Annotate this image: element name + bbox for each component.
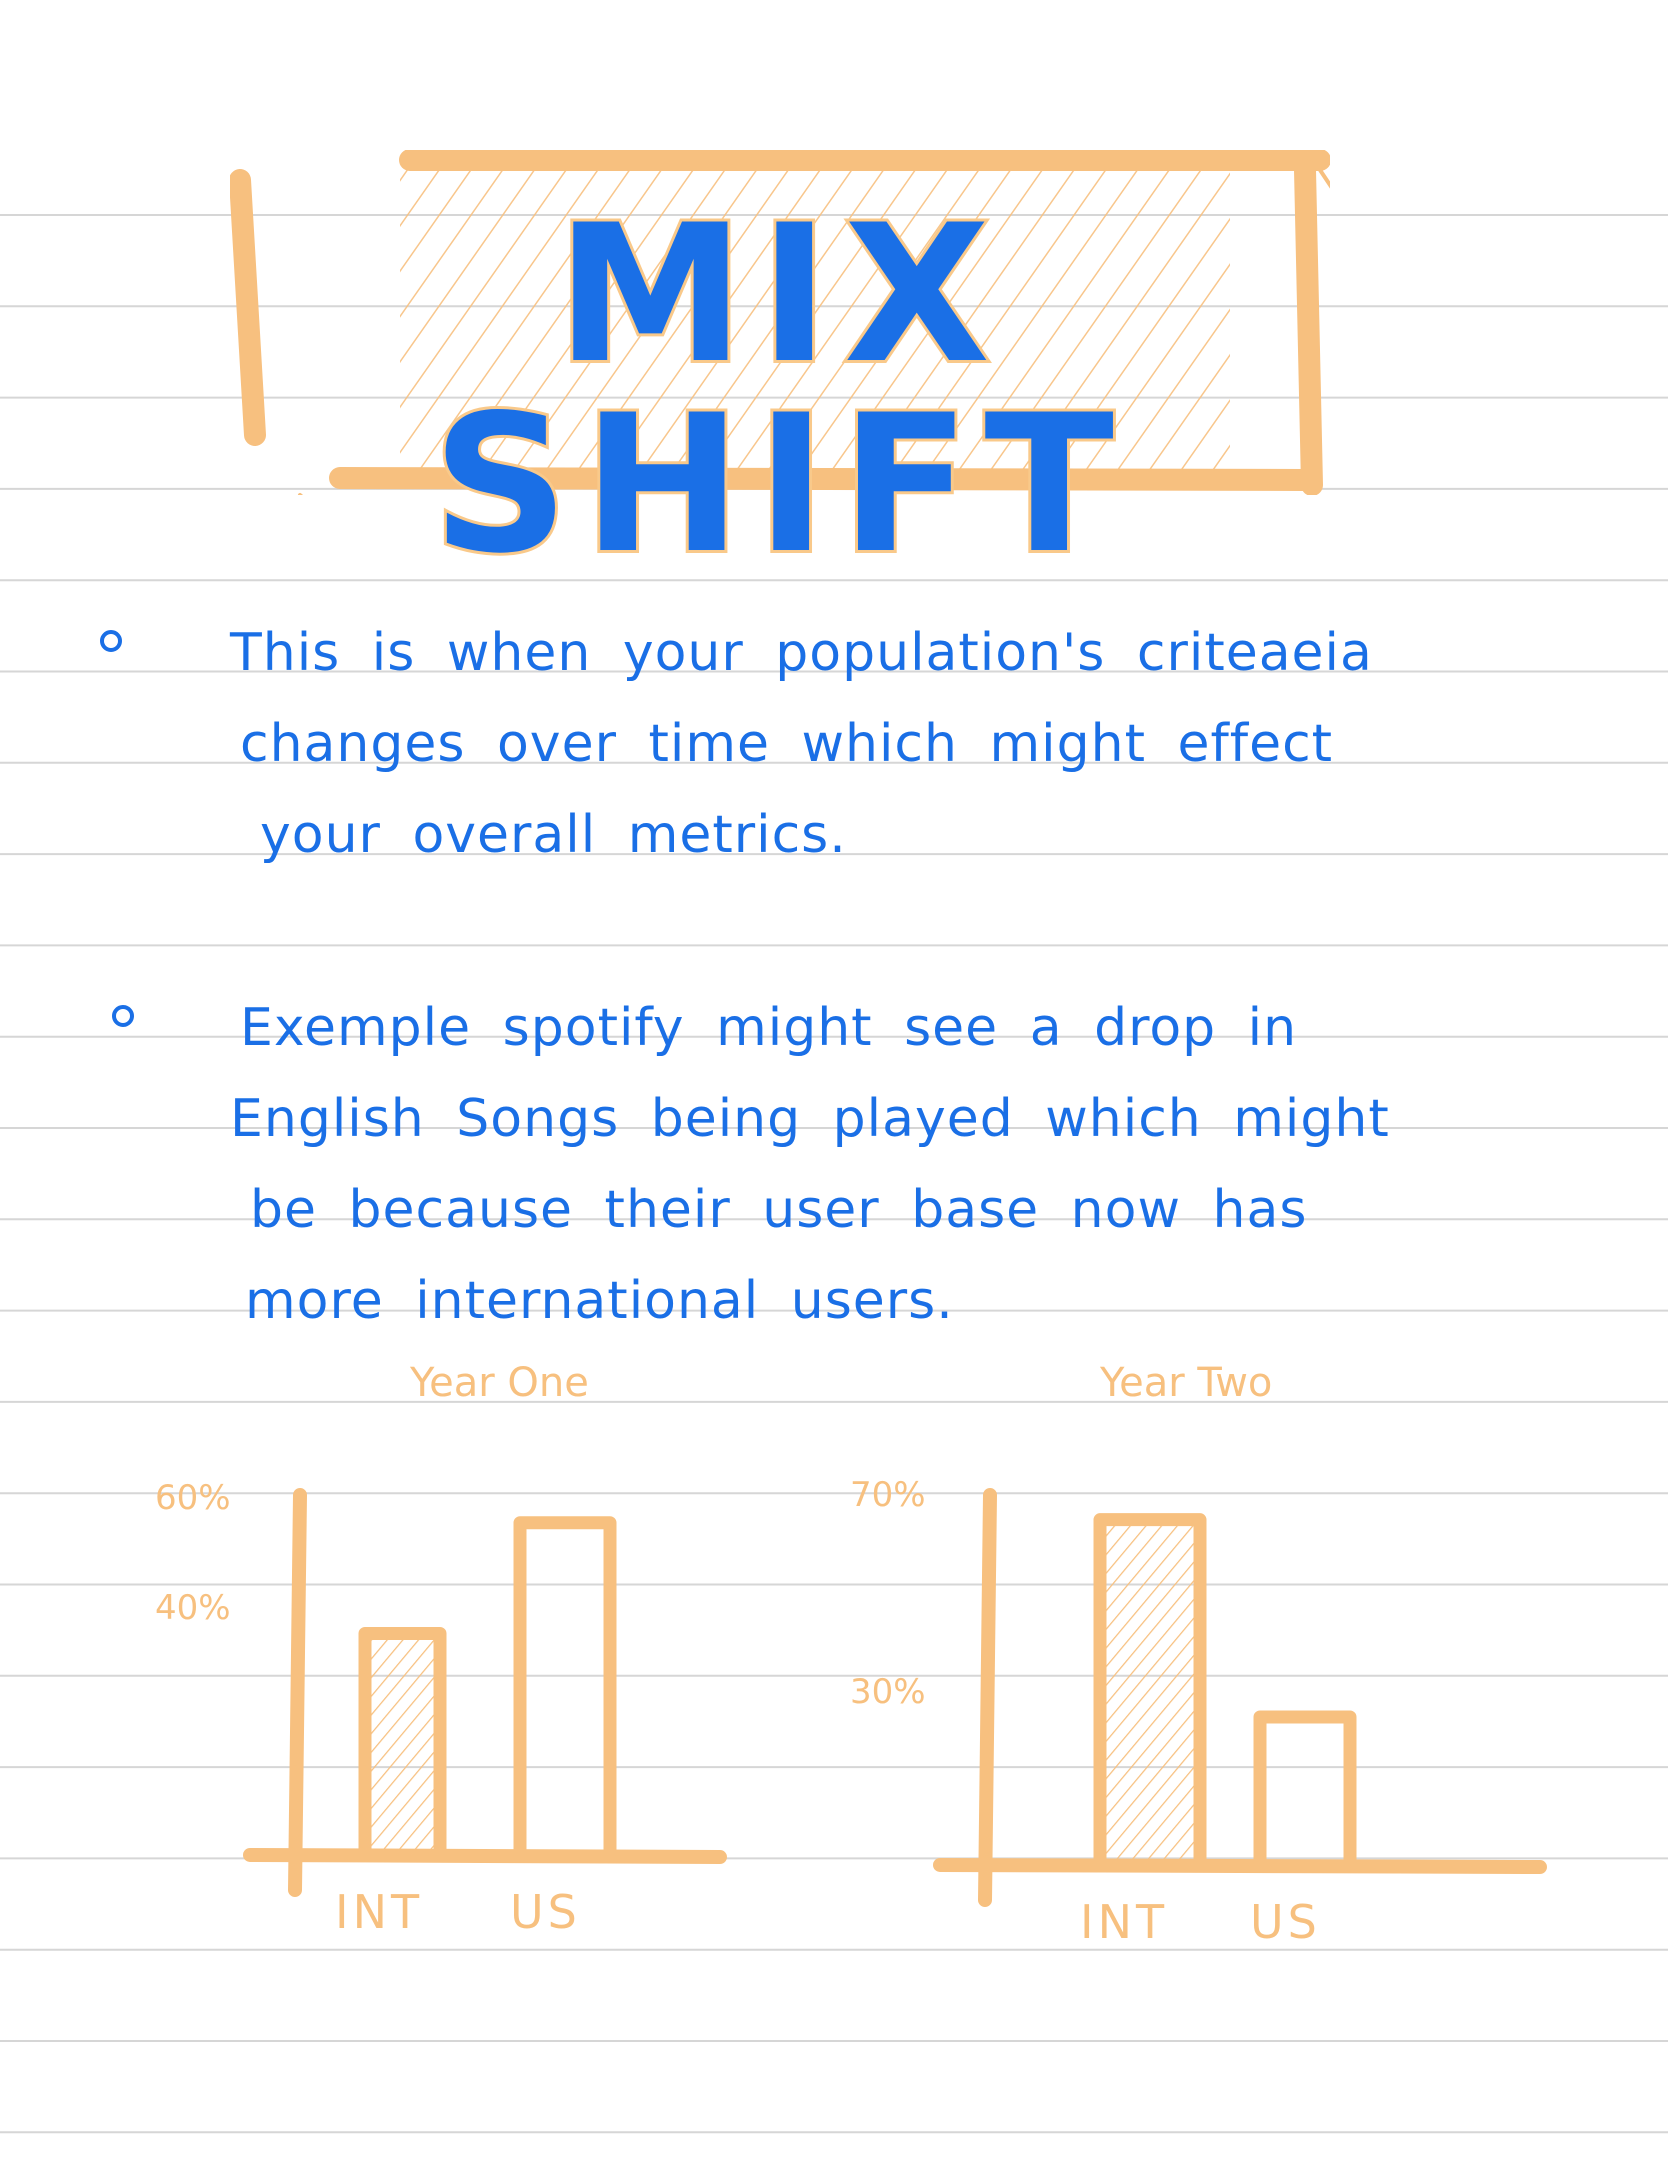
- chart-svg: [243, 1488, 727, 1897]
- bar-int: [1093, 1513, 1207, 1872]
- bullet-line: changes over time which might effect: [240, 714, 1334, 774]
- tick-label-top: 60%: [155, 1477, 231, 1518]
- page-title: MIX SHIFT: [429, 184, 1128, 595]
- x-axis: [933, 1858, 1547, 1874]
- bullet-text: Exemple spotify might see a drop in Engl…: [230, 983, 1630, 1347]
- category-label: INT: [335, 1885, 424, 1939]
- category-label: INT: [1080, 1895, 1169, 1949]
- bar-fill-int: [365, 1633, 440, 1855]
- chart-title: Year One: [410, 1360, 589, 1406]
- chart-year-two: Year Two 70% 30% INT US: [830, 1360, 1580, 1980]
- tick-label-mid: 30%: [850, 1672, 926, 1712]
- y-axis: [288, 1488, 307, 1897]
- bullet-line: your overall metrics.: [260, 805, 847, 865]
- tick-label-top: 70%: [850, 1474, 926, 1515]
- x-axis: [243, 1848, 727, 1864]
- title-banner: MIX SHIFT: [230, 150, 1330, 583]
- bullet-marker: [100, 630, 122, 652]
- tick-label-mid: 40%: [155, 1588, 231, 1629]
- bar-us: [513, 1516, 617, 1862]
- bar-int: [358, 1626, 447, 1862]
- category-label: US: [1250, 1895, 1321, 1949]
- bar-us: [1253, 1710, 1357, 1872]
- bullet-line: more international users.: [245, 1271, 954, 1331]
- bullet-line: English Songs being played which might: [230, 1089, 1390, 1149]
- bullet-marker: [112, 1005, 134, 1027]
- title-highlight-box: [230, 150, 1330, 495]
- category-label: US: [510, 1885, 581, 1939]
- chart-svg: [933, 1488, 1547, 1907]
- bar-fill-int: [1100, 1519, 1200, 1865]
- bullet-line: This is when your population's criteaeia: [230, 623, 1373, 683]
- bullet-line: be because their user base now has: [250, 1180, 1308, 1240]
- y-axis: [978, 1488, 997, 1907]
- chart-title: Year Two: [1100, 1360, 1273, 1406]
- chart-year-one: Year One 60% 40% INT US: [120, 1360, 760, 1980]
- bullet-text: This is when your population's criteaeia…: [230, 608, 1630, 881]
- bullet-line: Exemple spotify might see a drop in: [240, 998, 1298, 1058]
